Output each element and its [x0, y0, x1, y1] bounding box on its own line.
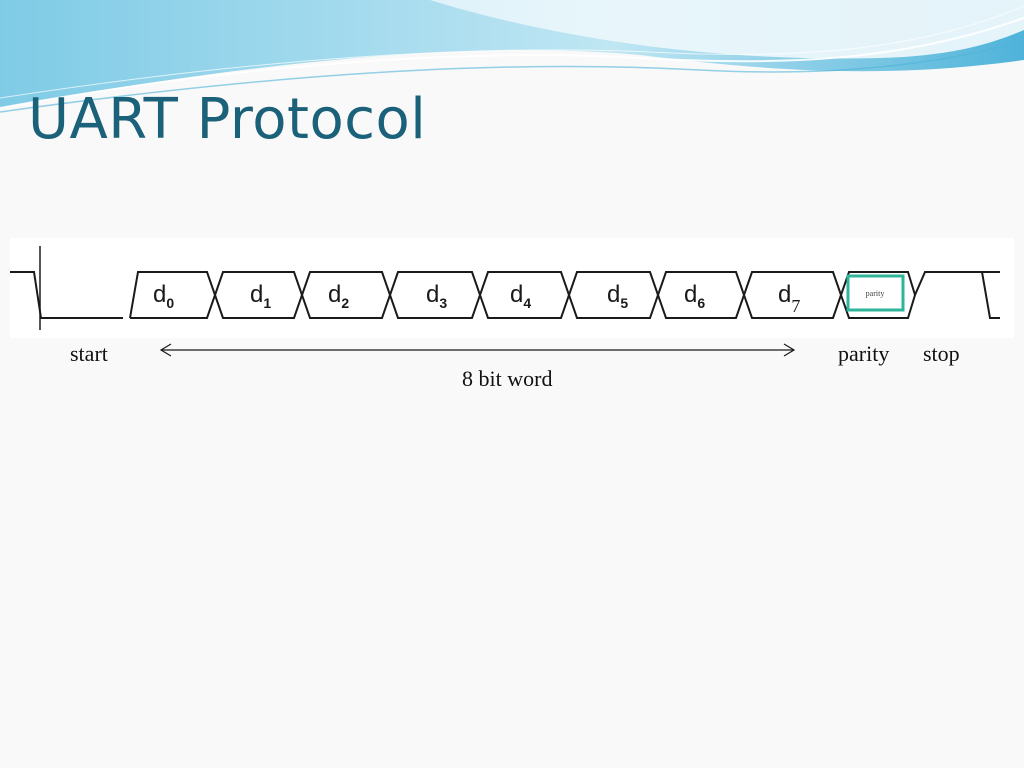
data-bit-cell-d4: d4: [478, 271, 571, 319]
header-wave-decoration: [0, 0, 1024, 113]
data-bit-label: d2: [328, 281, 349, 311]
data-bit-label: d6: [684, 281, 705, 311]
data-bit-cell-d3: d3: [388, 271, 482, 319]
slide-title: UART Protocol: [28, 87, 427, 152]
data-bit-cell-d6: d6: [656, 271, 746, 319]
stop-bit-label: stop: [923, 341, 960, 366]
data-bit-cell-d2: d2: [300, 271, 392, 319]
word-span-arrow: [159, 343, 796, 357]
data-bit-cell-d1: d1: [213, 271, 304, 319]
data-bit-label: d3: [426, 281, 447, 311]
uart-timing-diagram: d0 d1 d2 d3 d4 d5 d6 d7: [10, 238, 1014, 338]
data-bit-label: d7: [778, 281, 800, 316]
parity-bit-label: parity: [838, 341, 890, 366]
signal-idle-line: [10, 271, 123, 319]
parity-bit-cell: parity: [839, 271, 917, 319]
parity-highlight-box: [846, 274, 905, 312]
data-bit-cell-d5: d5: [567, 271, 660, 319]
data-bit-label: d4: [510, 281, 531, 311]
data-bit-label: d0: [153, 281, 174, 311]
data-bit-cell-d0: d0: [129, 271, 217, 319]
data-bit-label: d1: [250, 281, 271, 311]
data-bit-label: d5: [607, 281, 628, 311]
start-bit-label: start: [70, 341, 108, 366]
word-length-label: 8 bit word: [462, 366, 553, 391]
parity-box-label: parity: [866, 289, 885, 298]
data-bit-cell-d7: d7: [742, 271, 843, 319]
